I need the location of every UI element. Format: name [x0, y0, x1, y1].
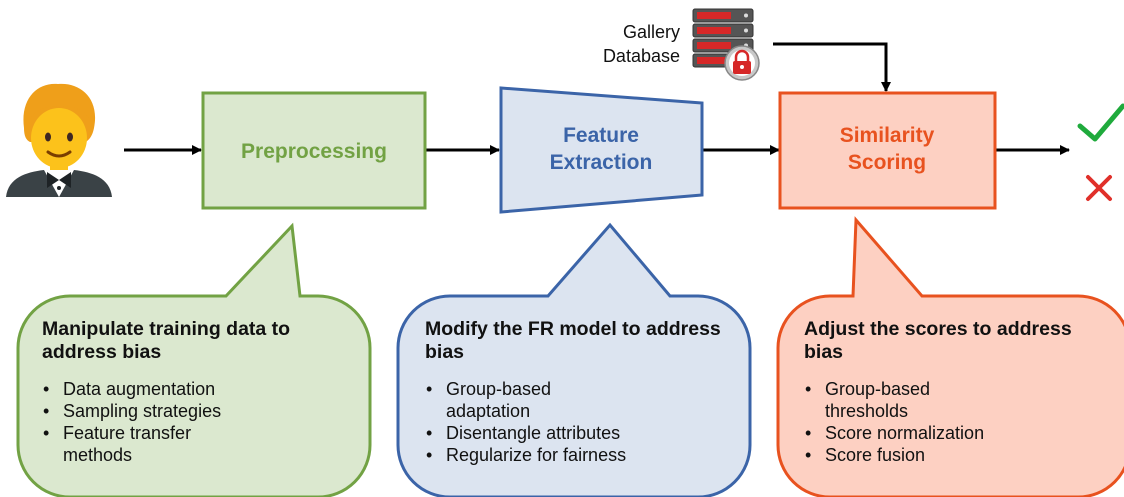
list-item: Disentangle attributes: [425, 422, 735, 444]
list-item: Feature transfer methods: [42, 422, 263, 466]
list-item: Sampling strategies: [42, 400, 342, 422]
server-database-icon: [692, 8, 754, 68]
feature-extraction-methods-list: Group-based adaptation Disentangle attri…: [425, 378, 735, 466]
feature-extraction-callout-title: Modify the FR model to address bias: [425, 318, 721, 363]
list-item: Group-based adaptation: [425, 378, 621, 422]
preprocessing-stage: Preprocessing: [201, 91, 427, 210]
person-with-tuxedo-icon: [6, 83, 112, 197]
preprocessing-callout: Manipulate training data to address bias…: [42, 318, 342, 466]
list-item: Group-based thresholds: [804, 378, 985, 422]
similarity-scoring-label-line2: Scoring: [848, 151, 926, 174]
feature-extraction-callout: Modify the FR model to address bias Grou…: [425, 318, 735, 466]
similarity-scoring-methods-list: Group-based thresholds Score normalizati…: [804, 378, 1104, 466]
lock-icon: [724, 45, 760, 81]
preprocessing-callout-title: Manipulate training data to address bias: [42, 318, 291, 363]
similarity-scoring-label-line1: Similarity: [840, 124, 935, 147]
list-item: Data augmentation: [42, 378, 342, 400]
similarity-scoring-callout: Adjust the scores to address bias Group-…: [804, 318, 1104, 466]
check-mark-icon: [1077, 103, 1124, 142]
list-item: Regularize for fairness: [425, 444, 735, 466]
feature-extraction-label-line2: Extraction: [550, 151, 653, 174]
feature-extraction-stage: Feature Extraction: [499, 86, 704, 214]
feature-extraction-label-line1: Feature: [563, 124, 639, 147]
similarity-scoring-stage: Similarity Scoring: [778, 91, 997, 210]
similarity-scoring-callout-title: Adjust the scores to address bias: [804, 318, 1072, 363]
preprocessing-label: Preprocessing: [241, 140, 387, 163]
cross-mark-icon: [1086, 175, 1112, 201]
preprocessing-methods-list: Data augmentation Sampling strategies Fe…: [42, 378, 342, 466]
gallery-label-line1: Gallery: [623, 22, 680, 42]
gallery-label-line2: Database: [603, 46, 680, 66]
list-item: Score normalization: [804, 422, 1104, 444]
list-item: Score fusion: [804, 444, 1104, 466]
arrow-gallery-to-similarity: [773, 42, 891, 92]
